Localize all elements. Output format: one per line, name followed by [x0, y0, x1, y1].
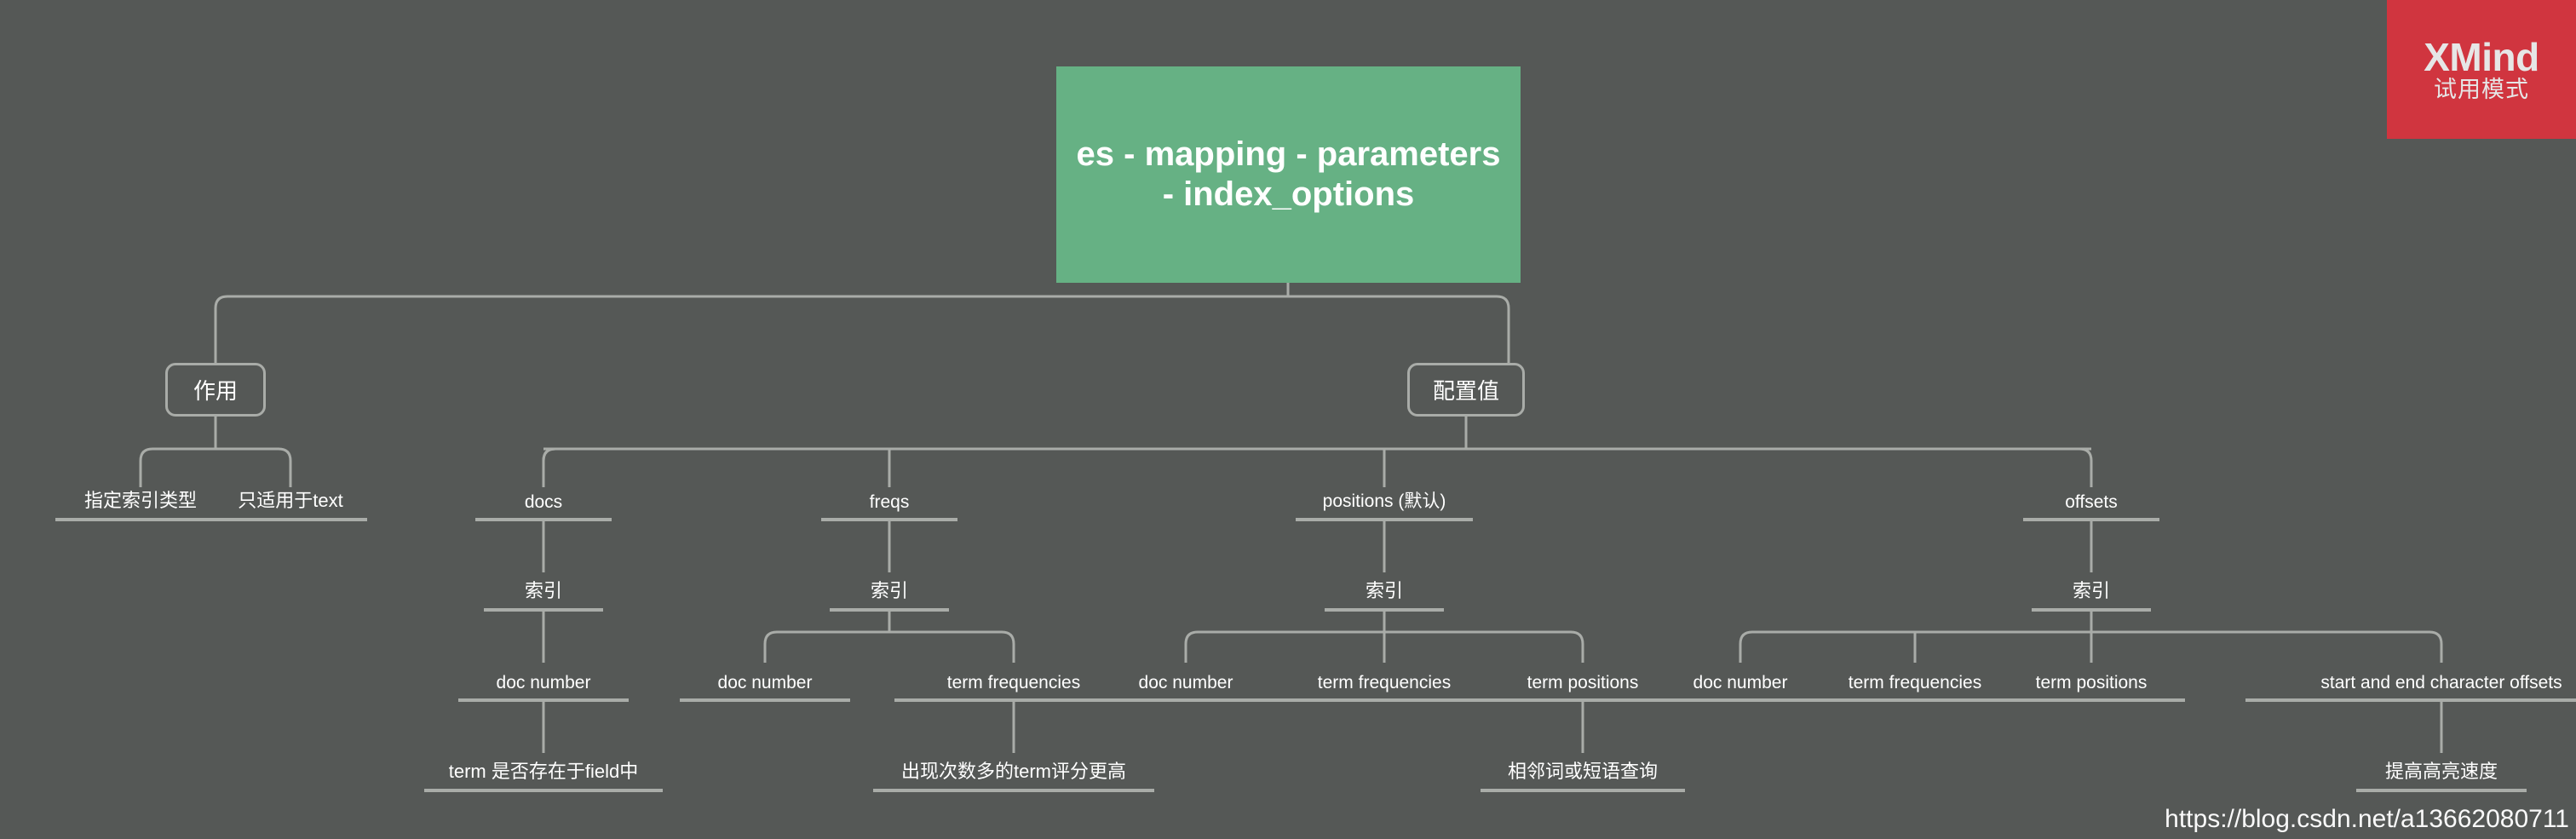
root-node[interactable]: es - mapping - parameters - index_option…	[1056, 66, 1521, 283]
node-freqs[interactable]: freqs	[821, 477, 957, 521]
edge-root-bus	[214, 295, 1510, 363]
leaf-node-freqs-doc-number[interactable]: doc number	[680, 658, 850, 702]
leaf-node-offsets-term-positions[interactable]: term positions	[1998, 658, 2185, 702]
leaf-node-freqs-term-frequencies[interactable]: term frequencies	[894, 658, 1133, 702]
leaf-node-offsets-term-frequencies[interactable]: term frequencies	[1796, 658, 2034, 702]
leaf-node-term-exists-in-field[interactable]: term 是否存在于field中	[424, 748, 663, 792]
node-docs[interactable]: docs	[475, 477, 612, 521]
node-index-positions[interactable]: 索引	[1325, 567, 1444, 612]
leaf-node-positions-term-frequencies[interactable]: term frequencies	[1265, 658, 1504, 702]
branch-node-zuoyong[interactable]: 作用	[165, 363, 266, 417]
leaf-node-positions-term-positions[interactable]: term positions	[1489, 658, 1676, 702]
leaf-node-positions-doc-number[interactable]: doc number	[1101, 658, 1271, 702]
node-positions[interactable]: positions (默认)	[1296, 477, 1473, 521]
leaf-node-higher-frequency-higher-score[interactable]: 出现次数多的term评分更高	[873, 748, 1154, 792]
node-index-freqs[interactable]: 索引	[830, 567, 949, 612]
leaf-node-improve-highlight-speed[interactable]: 提高高亮速度	[2356, 748, 2527, 792]
leaf-node-adjacent-or-phrase-query[interactable]: 相邻词或短语查询	[1481, 748, 1685, 792]
edge-peizhizhi-bus-left	[542, 447, 2093, 487]
node-index-docs[interactable]: 索引	[484, 567, 603, 612]
edge-idxfreqs-bus	[763, 630, 1015, 663]
xmind-logo-text: XMind	[2424, 35, 2539, 79]
csdn-url-watermark: https://blog.csdn.net/a13662080711	[2165, 805, 2569, 833]
leaf-node-offsets-char-offsets[interactable]: start and end character offsets	[2245, 658, 2576, 702]
node-offsets[interactable]: offsets	[2023, 477, 2159, 521]
leaf-node-docs-doc-number[interactable]: doc number	[458, 658, 629, 702]
node-index-offsets[interactable]: 索引	[2032, 567, 2151, 612]
branch-node-peizhizhi[interactable]: 配置值	[1407, 363, 1525, 417]
leaf-node-offsets-doc-number[interactable]: doc number	[1655, 658, 1826, 702]
xmind-trial-mode-label: 试用模式	[2434, 77, 2529, 102]
xmind-trial-watermark: XMind 试用模式	[2387, 0, 2576, 139]
leaf-node-specify-index-type[interactable]: 指定索引类型	[55, 477, 226, 521]
leaf-node-only-for-text[interactable]: 只适用于text	[214, 477, 367, 521]
edge-zuoyong-bus	[139, 447, 292, 487]
